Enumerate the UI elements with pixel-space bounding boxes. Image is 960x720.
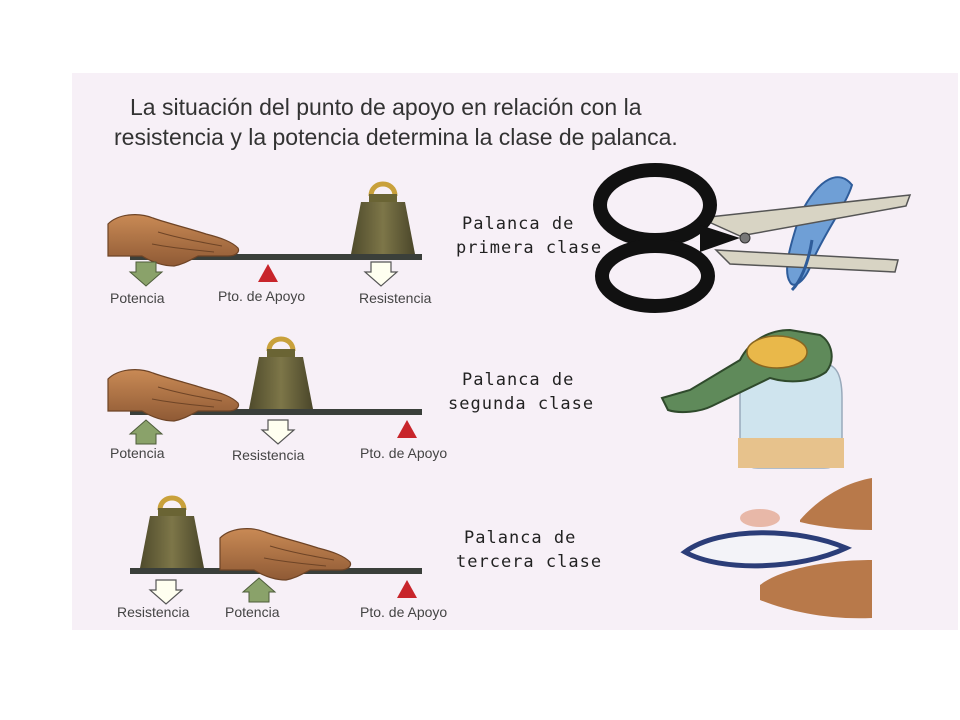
tweezers-icon — [680, 478, 872, 619]
third-class-lever — [130, 498, 422, 605]
lever-bar — [130, 409, 422, 415]
title-line-1: La situación del punto de apoyo en relac… — [130, 94, 642, 120]
first-class-lever — [107, 184, 422, 287]
bottle-opener-icon — [660, 328, 844, 469]
class-label-second: Palanca de segunda clase — [448, 370, 595, 414]
page-title: La situación del punto de apoyo en relac… — [114, 92, 890, 152]
scissors-icon — [593, 163, 912, 313]
class-label-third: Palanca de tercera clase — [456, 528, 603, 572]
label-potencia: Potencia — [110, 445, 165, 461]
label-resistencia: Resistencia — [359, 290, 432, 306]
label-fulcrum: Pto. de Apoyo — [218, 288, 306, 304]
lever-bar — [130, 254, 422, 260]
label-potencia: Potencia — [225, 604, 280, 620]
label-fulcrum: Pto. de Apoyo — [360, 445, 448, 461]
second-class-lever — [107, 339, 422, 445]
label-resistencia: Resistencia — [117, 604, 190, 620]
title-line-2: resistencia y la potencia determina la c… — [114, 124, 678, 150]
class-label-first: Palanca de primera clase — [456, 214, 603, 258]
label-fulcrum: Pto. de Apoyo — [360, 604, 448, 620]
label-resistencia: Resistencia — [232, 447, 305, 463]
label-potencia: Potencia — [110, 290, 165, 306]
